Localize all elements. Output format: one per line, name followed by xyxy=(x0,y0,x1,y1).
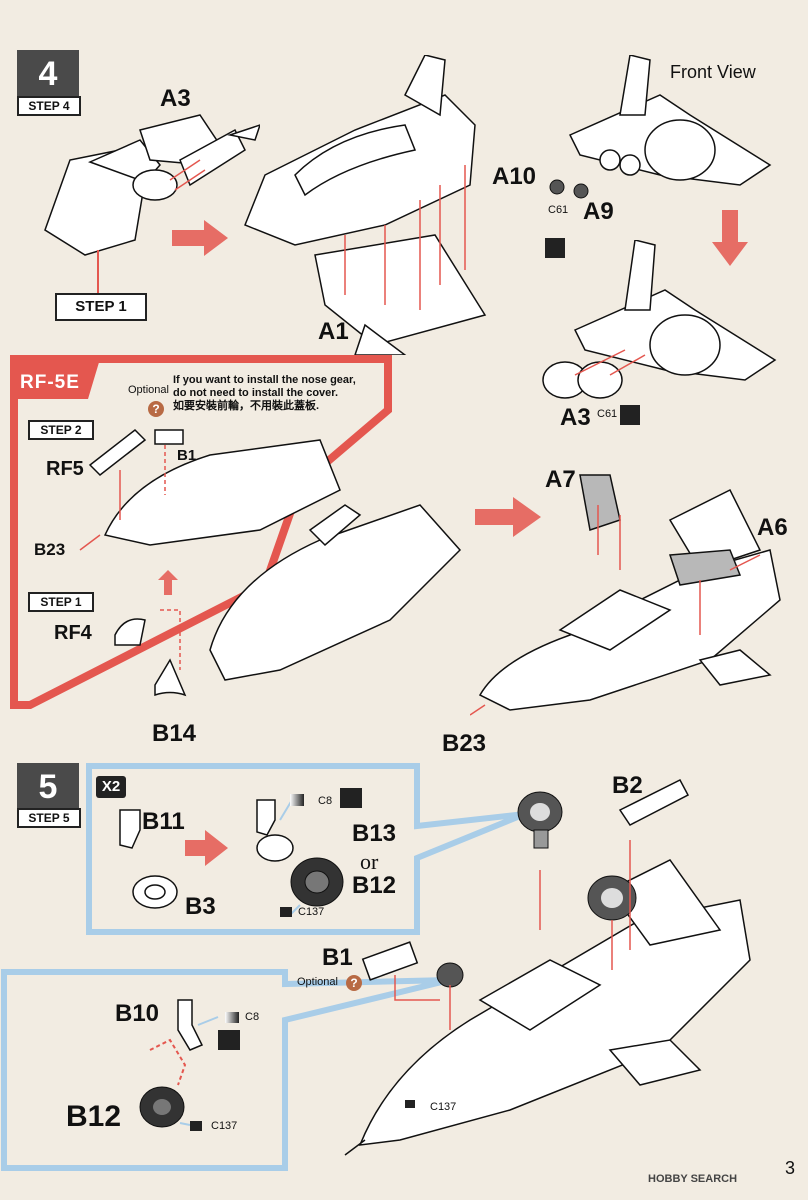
x2-badge: X2 xyxy=(96,776,126,798)
part-label-a1: A1 xyxy=(318,318,349,345)
part-label-a7: A7 xyxy=(545,466,576,493)
arrow-right-icon-2 xyxy=(475,497,541,537)
part-label-rf5: RF5 xyxy=(46,458,84,480)
part-label-b23: B23 xyxy=(442,730,487,757)
question-icon: ? xyxy=(148,401,164,417)
part-label-a3-bottom: A3 xyxy=(560,404,591,431)
part-label-b12-bottom: B12 xyxy=(66,1100,122,1133)
part-label-b23-rf5e: B23 xyxy=(34,540,66,559)
step5-detail-box-bottom xyxy=(1,969,451,1171)
arrow-right-icon xyxy=(172,220,228,256)
step1-leader xyxy=(97,250,99,295)
part-label-a6: A6 xyxy=(757,514,788,541)
paint-code-c8-top: C8 xyxy=(318,795,333,807)
optional-label-step5: Optional xyxy=(297,976,338,988)
paint-code-c137-top: C137 xyxy=(298,906,325,918)
gear-assembly-illustration xyxy=(256,794,344,916)
optional-label: Optional xyxy=(128,384,169,396)
note-zh: 如要安裝前輪，不用裝此蓋板. xyxy=(173,400,320,412)
step-1-tag-rf5e: STEP 1 xyxy=(28,592,94,612)
part-label-b14: B14 xyxy=(152,720,197,747)
paint-icon-bottom xyxy=(620,405,640,425)
part-label-b13: B13 xyxy=(352,820,397,847)
paint-swatch-c137-top xyxy=(280,907,292,917)
main-gear-parts-illustration xyxy=(119,809,228,909)
cockpit-tub-illustration xyxy=(44,114,260,256)
or-label: or xyxy=(360,849,379,874)
paint-code-c137-bottom: C137 xyxy=(211,1120,238,1132)
page-number: 3 xyxy=(785,1158,796,1178)
step-5-number: 5 xyxy=(17,763,79,811)
part-label-a10: A10 xyxy=(492,163,537,190)
note-en-line-2: do not need to install the cover. xyxy=(173,387,339,399)
paint-icon-c8-top xyxy=(340,788,362,808)
step-1-reference-box: STEP 1 xyxy=(55,293,147,321)
step-5-tag: STEP 5 xyxy=(17,808,81,828)
part-label-rf4: RF4 xyxy=(54,622,92,644)
watermark: HOBBY SEARCH xyxy=(648,1173,738,1185)
step-4-number: 4 xyxy=(17,50,79,98)
question-icon-step5: ? xyxy=(346,975,362,991)
step5-aircraft-illustration xyxy=(344,779,751,1156)
nose-gear-parts-illustration xyxy=(139,999,219,1128)
part-label-a9: A9 xyxy=(583,198,614,225)
note-en-line-1: If you want to install the nose gear, xyxy=(173,374,356,386)
part-label-b1-rf5e: B1 xyxy=(177,447,197,464)
rf5e-panel-frame xyxy=(10,355,392,709)
part-label-b1: B1 xyxy=(322,944,353,971)
wheel-parts-a10-a9 xyxy=(549,179,589,199)
part-label-a3: A3 xyxy=(160,85,191,112)
front-view-illustration-bottom xyxy=(542,240,777,399)
part-label-b2: B2 xyxy=(612,772,643,799)
step5-detail-box-top xyxy=(86,763,527,935)
part-label-b3: B3 xyxy=(185,893,216,920)
rf5e-title: RF-5E xyxy=(20,372,80,393)
paint-icon-top xyxy=(545,238,565,258)
front-view-label: Front View xyxy=(670,62,756,82)
part-label-b12-top: B12 xyxy=(352,872,397,899)
front-view-illustration-top xyxy=(568,55,772,186)
paint-swatch-c8-bottom xyxy=(225,1012,239,1023)
step-4-tag: STEP 4 xyxy=(17,96,81,116)
paint-code-c8-bottom: C8 xyxy=(245,1011,260,1023)
part-label-b10: B10 xyxy=(115,1000,160,1027)
paint-code-c61-bottom: C61 xyxy=(597,408,618,420)
paint-swatch-c8-top xyxy=(290,794,304,806)
forward-fuselage-illustration xyxy=(244,55,487,355)
nose-gear-note: If you want to install the nose gear, do… xyxy=(173,374,356,413)
step-2-tag: STEP 2 xyxy=(28,420,94,440)
paint-icon-c8-bottom xyxy=(218,1030,240,1050)
paint-swatch-c137-bottom xyxy=(190,1121,202,1131)
nose-assembly-illustration xyxy=(79,429,462,697)
part-label-b11: B11 xyxy=(142,808,185,835)
arrow-down-icon xyxy=(712,210,748,266)
paint-code-c137-body: C137 xyxy=(430,1101,457,1113)
paint-code-c61-top: C61 xyxy=(548,204,569,216)
aircraft-assembled-illustration xyxy=(470,474,781,716)
